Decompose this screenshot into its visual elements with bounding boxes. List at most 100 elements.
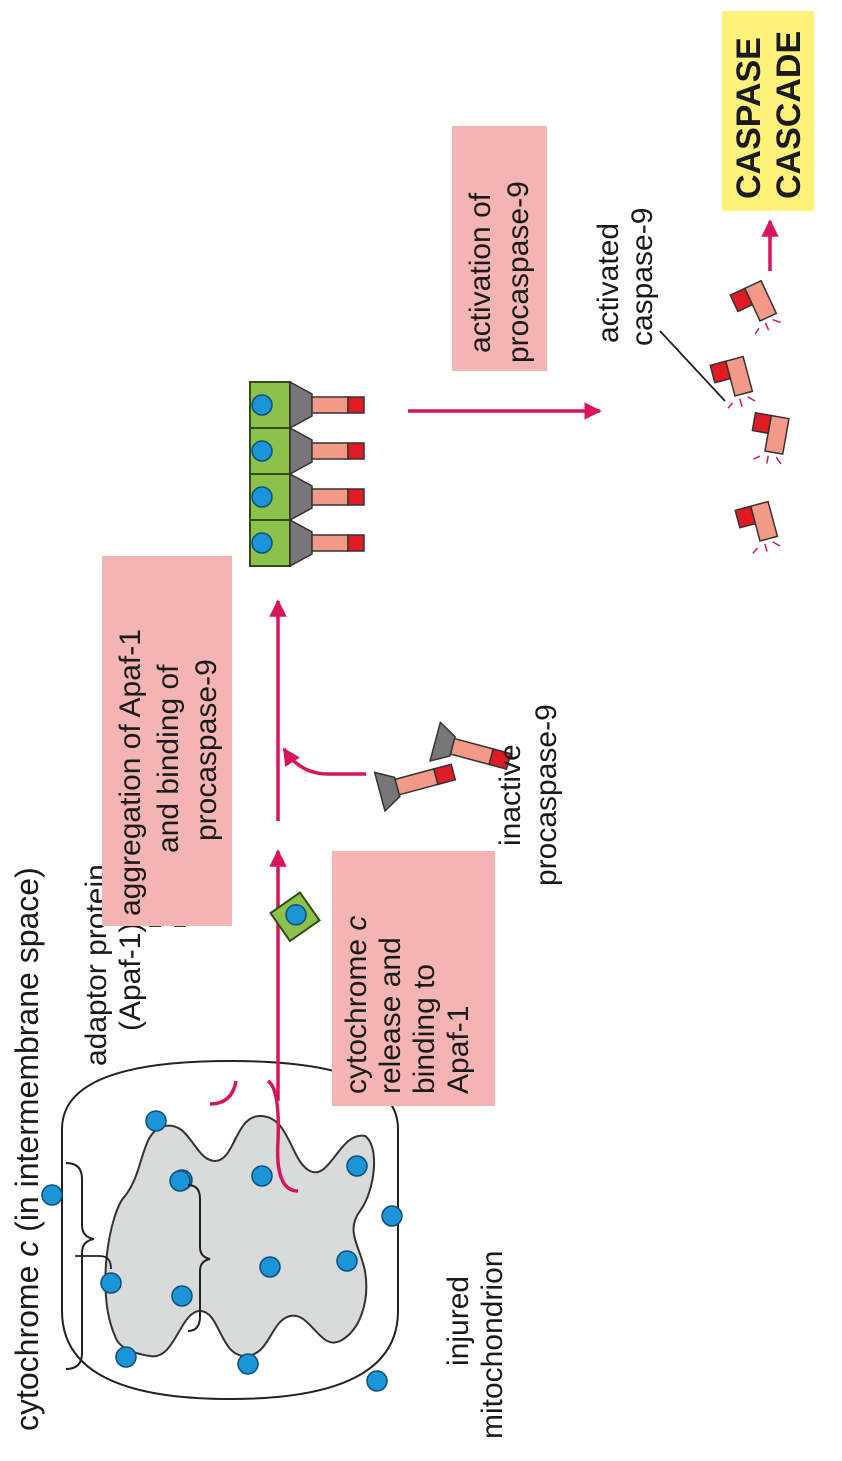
activity-mark [753,455,761,460]
caspase-tip [751,411,773,435]
step-aggregation-line3: procaspase-9 [190,659,223,841]
injured-mitochondrion-label-2b: mitochondrion [476,1251,509,1439]
caspase-cascade-line1: CASPASE [730,37,768,199]
step-cytochrome-release-line2: release and [374,937,407,1094]
activity-mark [739,398,743,407]
cytochrome-c-dot [336,1250,358,1272]
cytochrome-c-dot [171,1285,193,1307]
activity-mark [775,456,782,465]
cytochrome-c-dot [346,1155,368,1177]
step-aggregation-line2: and binding of [152,664,185,853]
activated-caspase-fragment [751,411,790,465]
injured-mitochondrion [41,1059,403,1401]
procaspase-tip [347,488,365,506]
step-aggregation-line1: aggregation of Apaf-1 [114,629,147,916]
injured-mitochondrion-label: injured [442,1276,475,1366]
apaf1-cytochrome-complex [269,891,321,943]
step-aggregation-box [102,556,232,926]
activity-mark [772,541,781,547]
inactive-procaspase-label-2: procaspase-9 [530,704,563,886]
adaptor-protein-label-2: (Apaf-1) [114,923,147,1031]
procaspase-tip [347,396,365,414]
apoptosome-unit [249,472,365,522]
cytochrome-c-dot [381,1205,403,1227]
apoptosome [249,380,365,568]
bound-cytochrome-c [251,440,273,462]
caspase-cascade-box [722,11,814,211]
procaspase-body [311,442,349,460]
step-release-italic: c [340,916,373,931]
inactive-procaspase-label: inactive [494,744,527,846]
step-activation-line1: activation of [464,192,497,353]
bound-cytochrome-c [251,394,273,416]
apoptosome-unit [249,426,365,476]
cytochrome-c-dot [251,1165,273,1187]
activity-mark [752,547,759,554]
caspase-tip [729,287,754,313]
step-cytochrome-release-line4: Apaf-1 [442,1006,475,1094]
bound-cytochrome-c [251,486,273,508]
cytochrome-c-dot [41,1184,63,1206]
procaspase-tip [347,442,365,460]
activity-mark [747,396,756,402]
cytochrome-c-dot [259,1256,281,1278]
step-cytochrome-release-box [332,851,495,1106]
activated-caspase-fragment [734,500,781,554]
procaspase-tip [488,748,512,770]
cytochrome-c-dot [115,1346,137,1368]
procaspase-tip [347,534,365,552]
caspase-tip [734,505,757,529]
procaspase-tip [432,763,457,786]
cytochrome-c-dot [100,1272,122,1294]
cytochrome-c-label-suffix: (in intermembrane space) [9,867,45,1240]
converge-arrow-from-apaf [209,1080,238,1106]
step-release-prefix: cytochrome [340,931,373,1094]
procaspase-body [394,768,439,796]
procaspase-9-b [428,720,512,770]
converge-arrow-from-mito [266,1079,299,1193]
apoptosome-unit [249,518,365,568]
activated-caspase-leader [659,330,726,402]
cytochrome-c-label-italic: c [9,1241,45,1257]
activity-mark [772,318,781,324]
procaspase-body [311,534,349,552]
cytochrome-c-leader [75,1255,112,1270]
activated-caspase-label-2: caspase-9 [626,208,659,346]
procaspase-cap [373,771,401,813]
bound-cytochrome-c [251,532,273,554]
cytochrome-c-label-prefix: cytochrome [9,1257,45,1431]
procaspase-cap [289,426,313,476]
activity-mark [766,455,769,464]
cytochrome-c-dot [145,1110,167,1132]
procaspase-body [311,396,349,414]
procaspase-cap [428,720,456,763]
step-cytochrome-release-line3: binding to [408,964,441,1094]
activity-mark [764,322,770,331]
bound-cytochrome-c [285,904,307,926]
activity-mark [764,543,768,552]
procaspase-cap [289,472,313,522]
cytochrome-c-label: cytochrome c (in intermembrane space) [9,867,45,1431]
cytochrome-c-dot [169,1170,191,1192]
activated-caspase-fragment [729,279,781,335]
intermembrane-brace-2 [187,1184,211,1332]
procaspase-9-a [373,763,457,813]
step-activation-box [452,126,547,371]
procaspase-body [311,488,349,506]
step-cytochrome-release-line1: cytochrome c [340,916,373,1094]
cytochrome-c-dot [237,1353,259,1375]
caspase-cascade-line2: CASCADE [770,31,808,199]
procaspase-cap [289,518,313,568]
procaspase-cap [289,380,313,430]
caspase-tip [709,360,732,384]
step-activation-line2: procaspase-9 [502,181,535,363]
apoptosome-unit [249,380,365,430]
procaspase-body [449,737,495,766]
procaspase-join-arrow [282,747,366,776]
activated-caspase-label: activated [592,223,625,343]
cytochrome-c-dot [366,1370,388,1392]
intermembrane-brace [65,1162,95,1370]
